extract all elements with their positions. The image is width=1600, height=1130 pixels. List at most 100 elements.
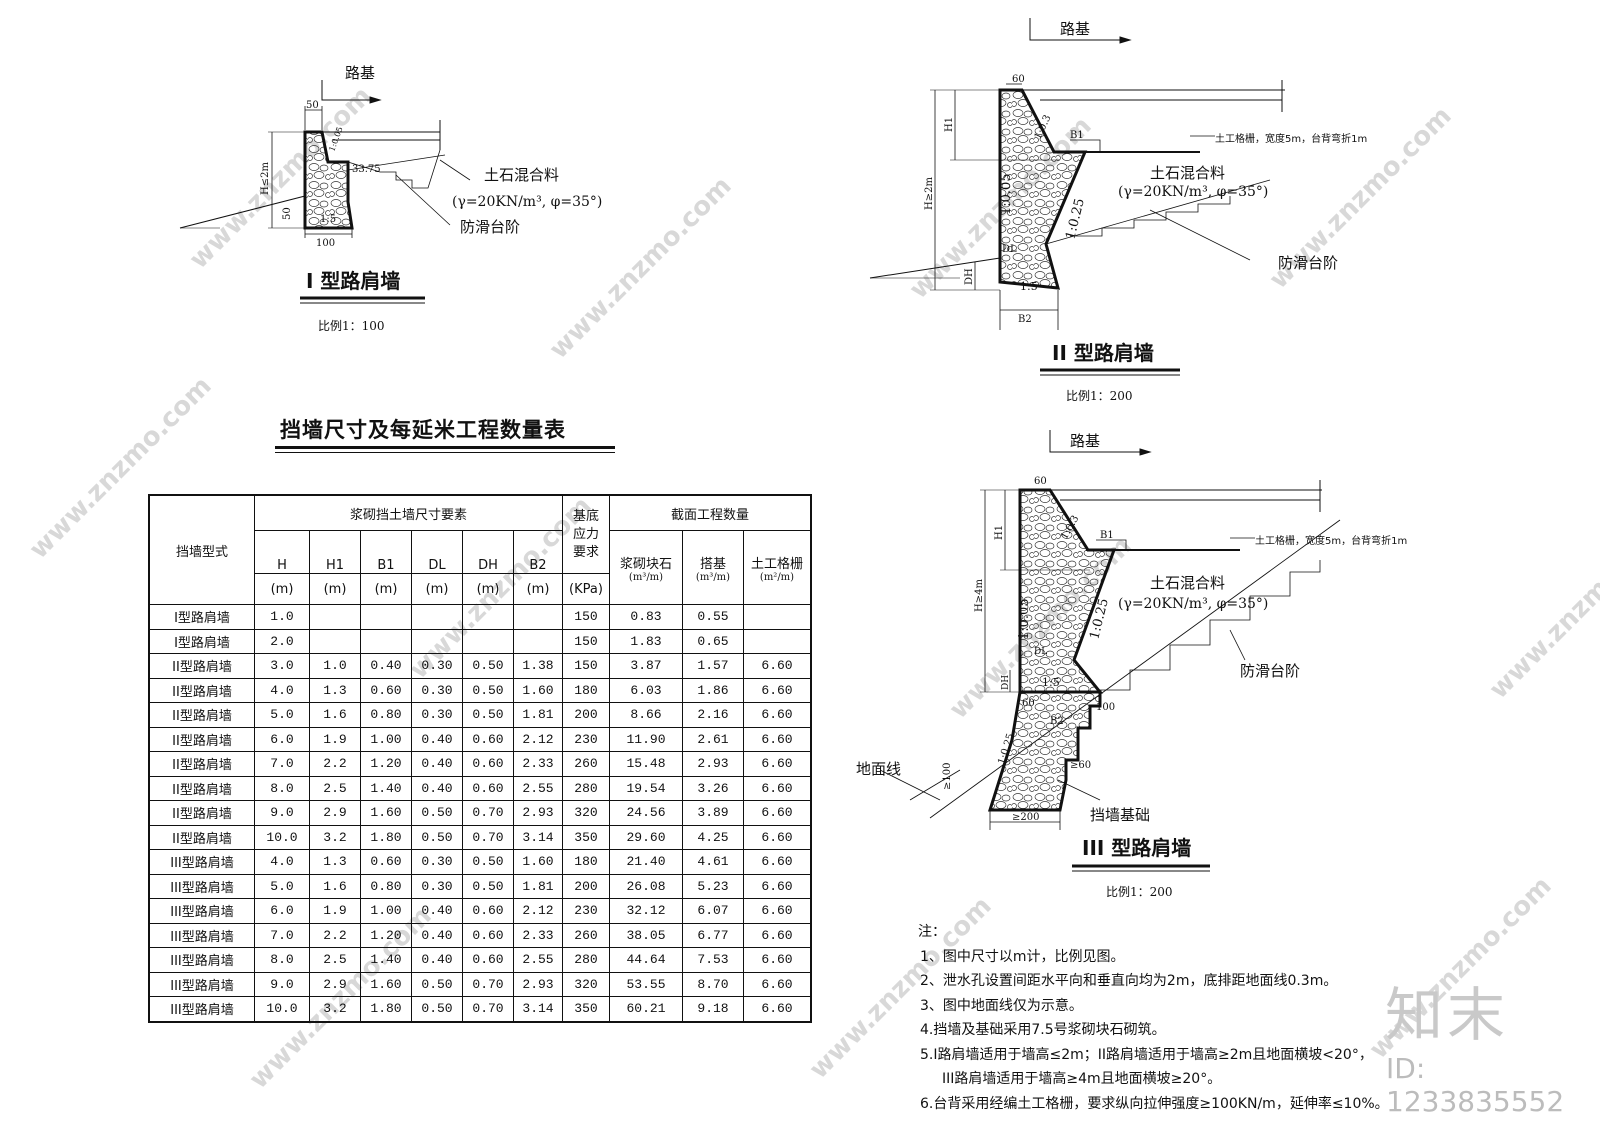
cell-wall-type: I型路肩墙 [148,628,255,654]
table-cell: 6.60 [743,849,812,875]
col-h: H [254,530,310,574]
table-cell: 6.60 [743,800,812,826]
table-cell: 8.0 [254,775,310,801]
table-cell: 1.83 [609,628,683,654]
cell-wall-type: II型路肩墙 [148,751,255,777]
table-cell: 6.60 [743,996,812,1022]
type1-dim-side: 50 [282,207,293,220]
table-cell: 3.26 [682,775,744,801]
type3-dim-top: 60 [1034,476,1047,487]
table-cell: 3.14 [513,996,563,1022]
group-dims-header: 浆砌挡土墙尺寸要素 [254,494,563,531]
table-cell: 7.0 [254,751,310,777]
type1-wall [303,130,354,230]
table-cell: 2.5 [309,775,361,801]
table-cell: 1.57 [682,653,744,679]
col-masonry: 浆砌块石 (m³/m) [609,530,683,605]
table-cell: 29.60 [609,824,683,850]
table-cell: 32.12 [609,898,683,924]
table-cell: 1.0 [254,604,310,630]
table-cell: 1.40 [360,947,412,973]
type2-diagram: 路基 60 H≥2m H1 DH DL B1 B2 1:0.05 1:0.25 … [869,18,1367,403]
type3-fill-params: (γ=20KN/m³, φ=35°) [1118,596,1268,612]
table-cell: 0.55 [682,604,744,630]
table-cell: 60.21 [609,996,683,1022]
table-cell: 6.60 [743,873,812,899]
table-cell: 0.60 [360,677,412,703]
quantity-table: 挡墙型式 浆砌挡土墙尺寸要素 基底应力要求 截面工程数量 H H1 B1 DL … [148,494,812,1023]
cell-wall-type: III型路肩墙 [148,922,255,948]
table-cell: 0.40 [411,898,463,924]
col-base-unit: (KPa) [562,573,610,605]
type3-dim-200: ≥200 [1012,812,1039,823]
table-cell: 280 [562,947,610,973]
col-geogrid-label: 土工格栅 [750,556,803,572]
table-cell: 4.0 [254,677,310,703]
table-cell: 9.0 [254,800,310,826]
col-dh: DH [462,530,514,574]
col-geogrid-unit: (m²/m) [759,571,795,583]
table-cell: 320 [562,971,610,997]
type3-roadbed-label: 路基 [1070,432,1100,450]
table-cell: 1.81 [513,702,563,728]
table-cell: 1.9 [309,898,361,924]
col-base-fill-label: 搭基 [699,556,726,572]
table-cell: 1.3 [309,849,361,875]
notes: 注： 1、图中尺寸以m计，比例见图。 2、泄水孔设置间距水平向和垂直向均为2m，… [918,920,1389,1116]
cell-wall-type: III型路肩墙 [148,873,255,899]
table-cell: 1.00 [360,898,412,924]
table-cell: 6.60 [743,702,812,728]
col-type-header: 挡墙型式 [148,494,255,605]
table-cell: 1.86 [682,677,744,703]
table-cell: 2.12 [513,726,563,752]
table-cell: 3.0 [254,653,310,679]
table-cell: 1.80 [360,996,412,1022]
type2-dim-top: 60 [1012,74,1025,85]
table-cell: 6.60 [743,726,812,752]
type2-dim-b1: B1 [1070,130,1084,141]
table-cell [360,628,412,654]
table-cell: 1.9 [309,726,361,752]
table-cell: 4.25 [682,824,744,850]
table-cell: 0.30 [411,849,463,875]
table-cell: 150 [562,604,610,630]
table-cell: 3.2 [309,824,361,850]
table-cell: 6.60 [743,677,812,703]
table-cell: 2.55 [513,775,563,801]
note-item: 5.I路肩墙适用于墙高≤2m；II路肩墙适用于墙高≥2m且地面横坡<20°， [920,1046,1373,1063]
table-cell [513,604,563,630]
table-cell: 24.56 [609,800,683,826]
col-base-label: 基底应力要求 [572,508,599,560]
table-cell: 0.70 [462,824,514,850]
table-cell: 6.60 [743,898,812,924]
table-cell: 200 [562,873,610,899]
note-item: 3、图中地面线仅为示意。 [920,997,1083,1014]
type2-grid-label: 土工格栅，宽度5m，台背弯折1m [1215,132,1367,145]
table-cell [309,604,361,630]
table-cell: 0.60 [462,726,514,752]
table-cell: 320 [562,800,610,826]
table-cell: 10.0 [254,824,310,850]
table-cell: 0.40 [411,947,463,973]
table-cell: 0.40 [411,922,463,948]
table-cell: 1.3 [309,677,361,703]
type3-dim-h: H≥4m [974,579,985,612]
table-cell: 0.30 [411,677,463,703]
table-cell: 2.0 [254,628,310,654]
table-cell: 0.60 [462,751,514,777]
table-cell: 6.60 [743,775,812,801]
unit-dl: (m) [411,573,463,605]
table-cell: 0.60 [462,922,514,948]
note-item: 4.挡墙及基础采用7.5号浆砌块石砌筑。 [920,1022,1166,1038]
table-cell: 2.93 [513,971,563,997]
type1-steps-label: 防滑台阶 [460,218,520,236]
table-cell: 2.33 [513,751,563,777]
table-cell: 2.93 [513,800,563,826]
